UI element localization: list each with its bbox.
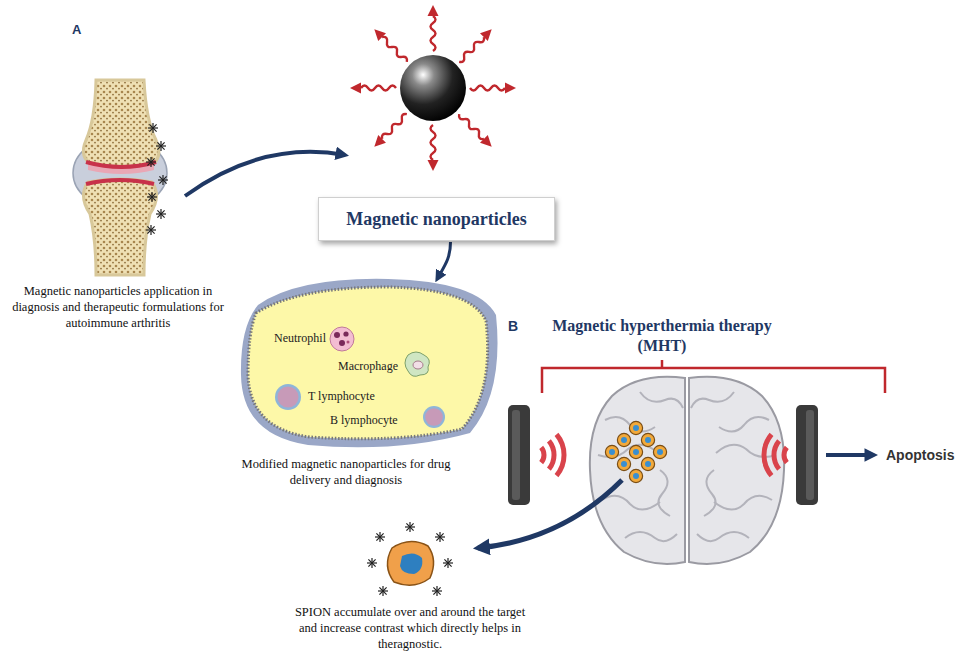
t-lymphocyte-icon [275,384,301,410]
panel-letter: A [72,22,102,37]
macrophage-icon [405,352,429,376]
nanoparticle-illustration [350,5,516,171]
spion-cell [367,522,453,596]
neutrophil-icon [330,327,354,351]
tumor-cluster [605,421,666,482]
outcome-arrow [826,453,874,457]
cell-label: Neutrophil [274,331,326,346]
title-box: Magnetic nanoparticles [318,197,555,241]
flow-arrow [478,480,622,548]
cell-label: Macrophage [338,359,398,374]
section-title: Magnetic hyperthermia therapy (MHT) [542,316,782,356]
outcome-label: Apoptosis [886,446,976,464]
field-waves [541,434,787,475]
flow-arrow [185,152,345,196]
brain-illustration [590,377,784,564]
box-title: Magnetic nanoparticles [346,208,526,230]
figure-caption: Magnetic nanoparticles application in di… [4,283,232,331]
joint-illustration [73,80,168,275]
figure-caption: SPION accumulate over and around the tar… [288,604,532,652]
flow-arrow [437,242,450,279]
figure-caption: Modified magnetic nanoparticles for drug… [236,456,456,488]
panel-letter: B [508,318,538,334]
cell-label: B lymphocyte [330,413,398,428]
cell-label: T lymphocyte [308,389,375,404]
cell-node: NeutrophilMacrophage T lymphocyte B lympho… [238,275,500,450]
b-lymphocyte-icon [423,406,445,428]
